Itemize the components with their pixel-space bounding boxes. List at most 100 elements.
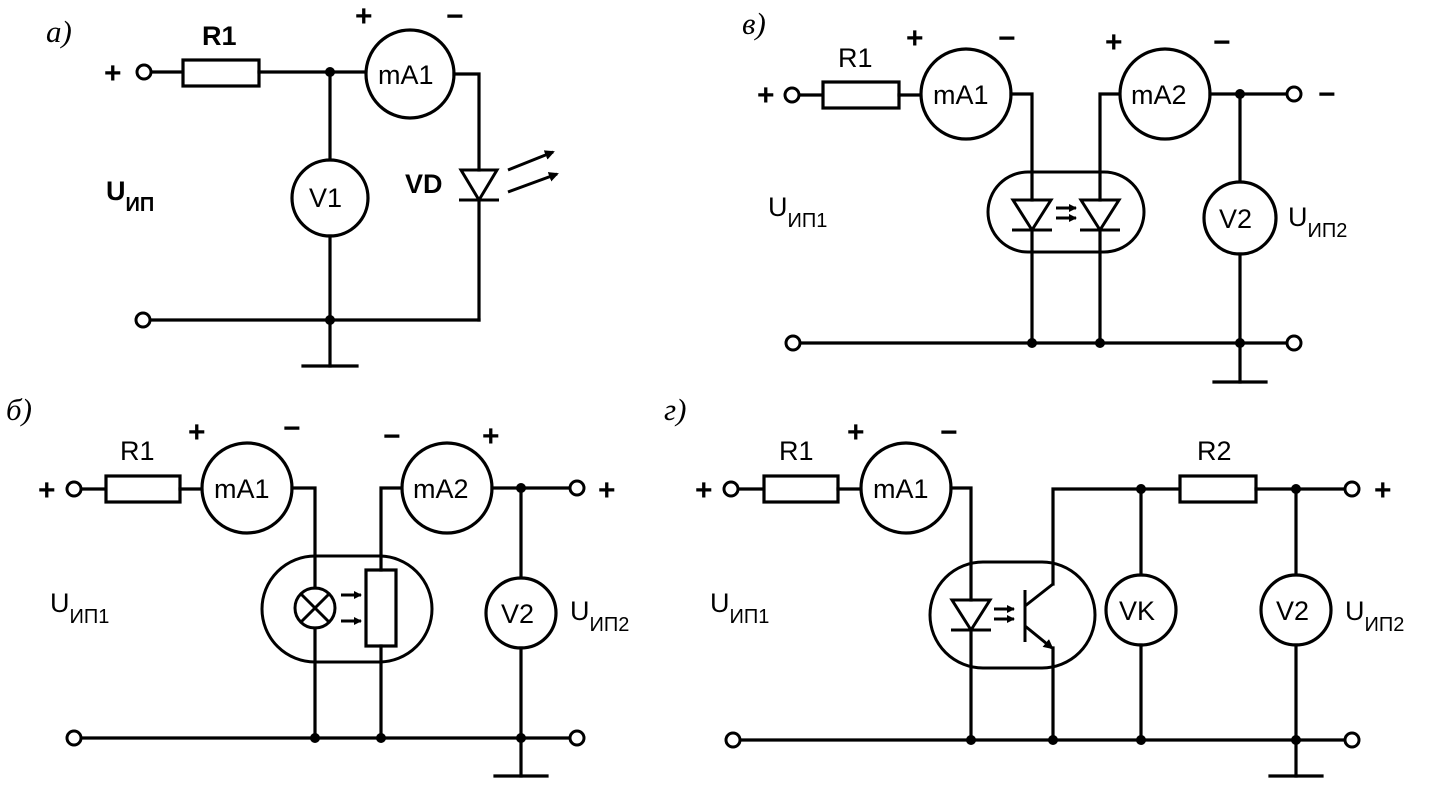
panel-g-terminal-plus-in <box>722 480 740 498</box>
panel-a-terminal-plus <box>135 63 153 81</box>
panel-a-sign-plus-in: + <box>104 57 122 90</box>
panel-g-terminal-common-left <box>724 731 742 749</box>
panel-v-sign-plus-ma2: + <box>1105 26 1123 59</box>
panel-g-label-supply-2: UИП2 <box>1345 596 1404 636</box>
panel-g-tag: г) <box>664 392 686 427</box>
panel-a-label-supply: UИП <box>106 176 154 216</box>
panel-g-label-r2: R2 <box>1197 436 1232 466</box>
panel-a-tag: а) <box>46 14 72 49</box>
panel-v-sign-minus-out: − <box>1318 78 1336 111</box>
panel-a-circuit: а) R1 mA1 V1 VD + + − UИП <box>46 0 559 368</box>
panel-v-terminal-minus <box>1285 85 1303 103</box>
panel-b-sign-minus-ma2: − <box>383 420 401 453</box>
panel-b-junction-pr <box>376 733 386 743</box>
panel-b-lamp <box>293 586 337 630</box>
panel-a-sign-minus-ma1: − <box>446 0 464 33</box>
panel-b-label-r1: R1 <box>120 436 155 466</box>
panel-b-sign-plus-ma1: + <box>188 416 206 449</box>
panel-a-terminal-common <box>134 311 152 329</box>
panel-b-wire-ma1-down <box>290 486 317 590</box>
panel-g-label-r1: R1 <box>779 436 814 466</box>
panel-v-label-ma2: mA2 <box>1131 80 1187 110</box>
panel-a-led-vd <box>458 150 559 203</box>
panel-b-label-v2: V2 <box>501 599 534 629</box>
panel-g-optocoupler-led <box>949 598 993 633</box>
panel-v-tag: в) <box>742 6 766 41</box>
panel-v-optocoupler-arrows <box>1056 204 1077 222</box>
panel-v-terminal-plus <box>783 86 801 104</box>
panel-g-phototransistor <box>1023 582 1054 650</box>
panel-g-resistor-r1 <box>762 474 840 504</box>
panel-g-junction-emitter <box>1048 735 1058 745</box>
panel-b-sign-plus-out: + <box>598 474 616 507</box>
panel-g-wire-ma1-down <box>949 486 973 602</box>
panel-a-junction-top <box>325 67 335 77</box>
panel-b-terminal-common-right <box>568 729 586 747</box>
panel-g-optocoupler-housing <box>928 560 1097 670</box>
panel-v-label-supply-1: UИП1 <box>768 192 827 232</box>
panel-b-circuit: б) R1 mA <box>6 392 629 778</box>
panel-g-resistor-r2 <box>1178 474 1258 504</box>
panel-b-terminal-plus-out <box>568 479 586 497</box>
panel-g-label-supply-1: UИП1 <box>710 588 769 628</box>
panel-a-label-ma1: mA1 <box>378 60 434 90</box>
panel-b-optocoupler-arrows <box>341 591 362 625</box>
panel-v-label-r1: R1 <box>838 43 873 73</box>
panel-v-label-v2: V2 <box>1219 204 1252 234</box>
panel-v-junction-bottom <box>1235 338 1245 348</box>
panel-b-sign-plus-ma2: + <box>482 420 500 453</box>
panel-b-sign-plus-in: + <box>38 474 56 507</box>
panel-g-junction-bottom <box>1291 735 1301 745</box>
panel-b-optocoupler-housing <box>260 554 434 664</box>
panel-b-label-supply-1: UИП1 <box>50 588 109 628</box>
panel-v-wire-ma1-down <box>1009 92 1034 202</box>
panel-g-circuit: г) <box>664 392 1404 778</box>
panel-g-terminal-plus-out <box>1343 480 1361 498</box>
panel-b-tag: б) <box>6 392 32 427</box>
panel-g-junction-vk-top <box>1136 484 1146 494</box>
panel-b-sign-minus-ma1: − <box>283 412 301 445</box>
panel-g-label-ma1: mA1 <box>873 474 929 504</box>
panel-v-sign-minus-ma2: − <box>1213 26 1231 59</box>
panel-v-junction-top <box>1235 89 1245 99</box>
panel-g-terminal-common-right <box>1343 731 1361 749</box>
panel-b-resistor-r1 <box>104 474 182 504</box>
panel-v-wire-pd-up <box>1098 92 1122 202</box>
panel-v-label-ma1: mA1 <box>933 80 989 110</box>
panel-v-optocoupler-led <box>1010 198 1054 233</box>
panel-g-optocoupler-arrows <box>994 605 1015 623</box>
panel-v-optocoupler-photodiode <box>1078 198 1122 233</box>
panel-b-label-ma1: mA1 <box>214 474 270 504</box>
panel-g-junction-vk-bottom <box>1136 735 1146 745</box>
panel-g-junction-led <box>966 735 976 745</box>
panel-v-circuit: в) <box>742 6 1347 384</box>
panel-b-junction-top <box>516 483 526 493</box>
panel-v-label-supply-2: UИП2 <box>1288 202 1347 242</box>
panel-g-sign-plus-out: + <box>1374 474 1392 507</box>
panel-v-resistor-r1 <box>821 80 901 110</box>
panel-g-junction-v2-top <box>1291 484 1301 494</box>
panel-a-resistor-r1 <box>181 58 261 88</box>
panel-g-label-vk: VK <box>1119 596 1155 626</box>
panel-b-wire-pr-up <box>379 486 404 572</box>
panel-v-sign-plus-ma1: + <box>906 22 924 55</box>
panel-v-junction-led <box>1027 338 1037 348</box>
panel-b-photoresistor <box>364 568 398 648</box>
panel-v-optocoupler-housing <box>986 170 1146 254</box>
panel-a-label-r1: R1 <box>202 21 237 51</box>
panel-a-label-v1: V1 <box>309 183 342 213</box>
panel-v-sign-plus-in: + <box>757 79 775 112</box>
panel-v-terminal-common-left <box>784 334 802 352</box>
panel-v-sign-minus-ma1: − <box>998 22 1016 55</box>
panel-b-junction-bottom <box>516 733 526 743</box>
panel-a-wire-to-led <box>452 72 481 172</box>
panel-a-sign-plus-ma1: + <box>355 0 373 33</box>
panel-g-sign-plus-in: + <box>695 474 713 507</box>
panel-b-label-ma2: mA2 <box>413 474 469 504</box>
panel-v-terminal-common-right <box>1285 334 1303 352</box>
panel-v-junction-pd <box>1095 338 1105 348</box>
panel-b-label-supply-2: UИП2 <box>570 596 629 636</box>
panel-b-terminal-plus-in <box>65 480 83 498</box>
